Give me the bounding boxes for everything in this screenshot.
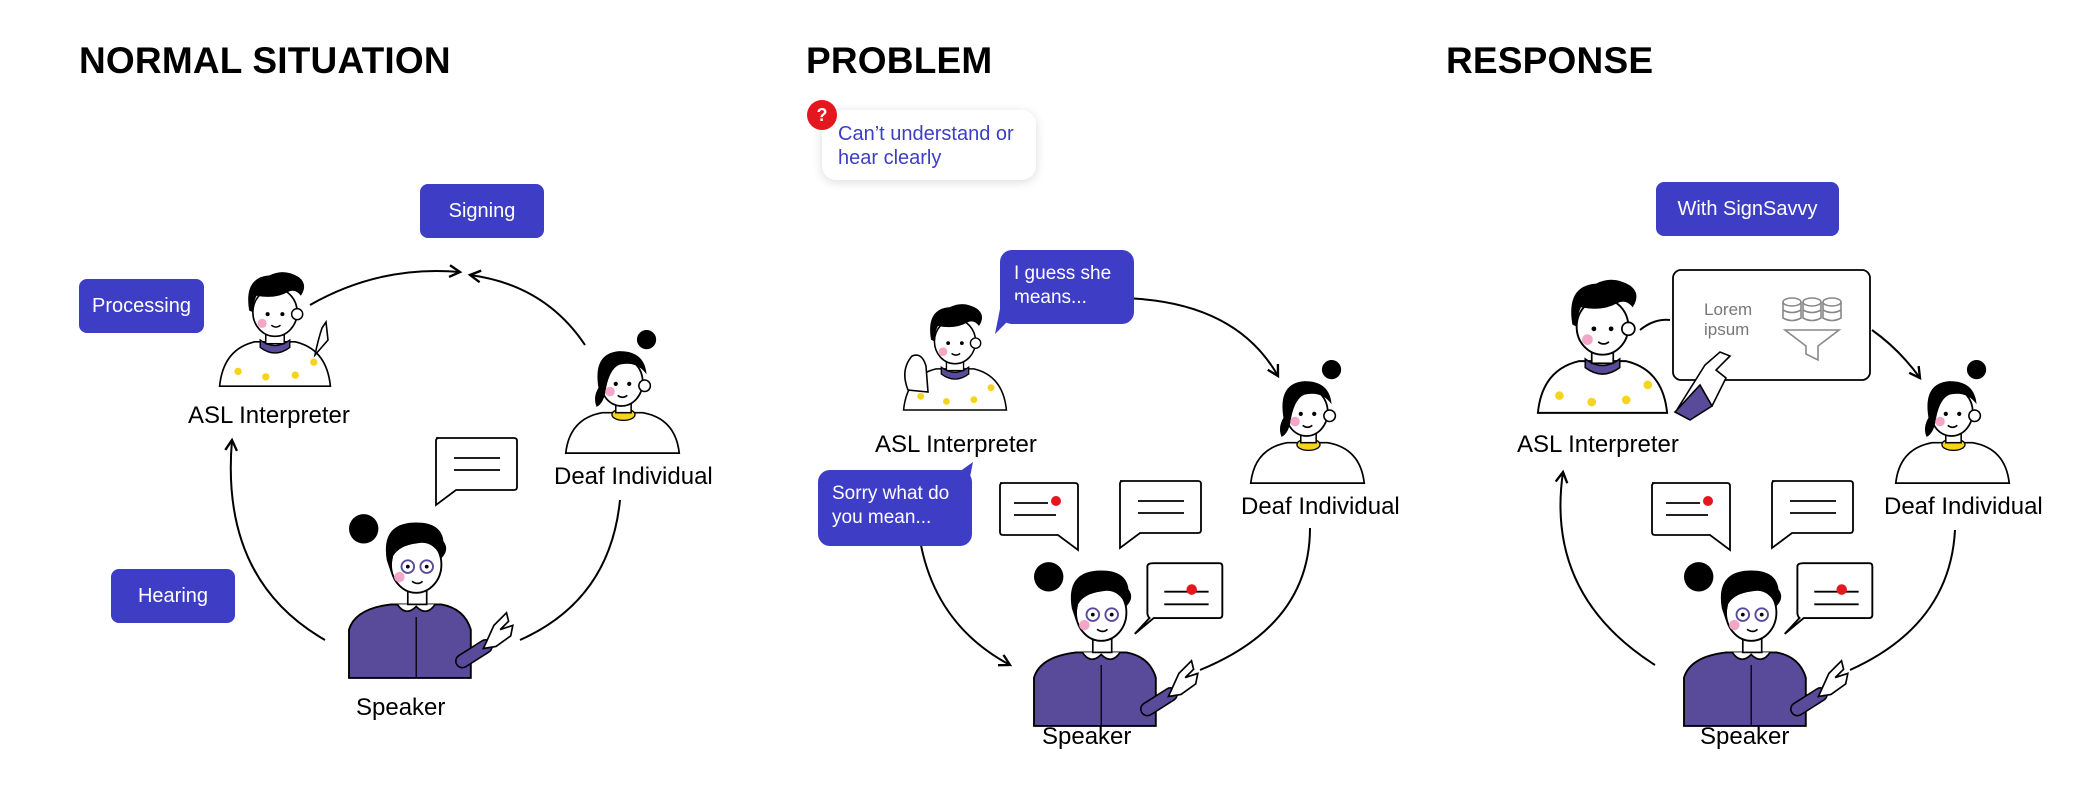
- tooltip-line-1: Can’t understand or: [838, 123, 1014, 145]
- screen-text-line-1: Lorem: [1704, 300, 1753, 319]
- interpreter-speech-bubble: I guess she means...: [1000, 250, 1134, 324]
- deaf-label-response: Deaf Individual: [1884, 493, 2043, 520]
- interpreter-label-response: ASL Interpreter: [1517, 431, 1679, 458]
- interpreter-bubble-tail: [995, 294, 1025, 334]
- speaker-speech-line-2: you mean...: [832, 507, 932, 528]
- tooltip-line-2: hear clearly: [838, 147, 942, 169]
- interpreter-label-normal: ASL Interpreter: [188, 402, 350, 429]
- heading-normal: NORMAL SITUATION: [79, 40, 451, 81]
- chat-bubble-icon: [435, 437, 518, 506]
- heading-problem: PROBLEM: [806, 40, 993, 81]
- chat-bubble-alert-icon: [1133, 562, 1224, 635]
- speaker-label-problem: Speaker: [1042, 723, 1132, 750]
- response-arrows: [1560, 318, 1956, 671]
- signsavvy-badge: With SignSavvy: [1656, 182, 1839, 236]
- speaker-figure-normal: [349, 514, 513, 678]
- speaker-label-normal: Speaker: [356, 694, 446, 721]
- database-filter-icon: [1782, 297, 1842, 362]
- interpreter-figure-response: [1536, 278, 1669, 414]
- chat-bubble-alert-icon: [1651, 482, 1731, 551]
- chat-bubble-icon: [1119, 480, 1202, 549]
- signing-badge: Signing: [420, 184, 544, 238]
- screen-text-line-2: ipsum: [1704, 320, 1750, 339]
- speaker-speech-bubble: Sorry what do you mean...: [818, 470, 972, 546]
- interpreter-figure-normal: [218, 271, 332, 387]
- interpreter-label-problem: ASL Interpreter: [875, 431, 1037, 458]
- problem-tooltip: Can’t understand or hear clearly: [822, 110, 1036, 180]
- speaker-speech-line-1: Sorry what do: [832, 483, 950, 504]
- deaf-label-problem: Deaf Individual: [1241, 493, 1400, 520]
- interpreter-hand-thinking: [904, 354, 929, 393]
- chat-bubble-alert-icon: [999, 482, 1079, 551]
- problem-arrows: [919, 297, 1311, 671]
- question-icon: ?: [807, 100, 837, 130]
- speaker-label-response: Speaker: [1700, 723, 1790, 750]
- deaf-figure-problem: [1249, 360, 1366, 484]
- deaf-label-normal: Deaf Individual: [554, 463, 713, 490]
- chat-bubble-icon: [1771, 480, 1854, 549]
- hearing-badge: Hearing: [111, 569, 235, 623]
- interpreter-speech-line-1: I guess she: [1014, 263, 1112, 284]
- chat-bubble-alert-icon: [1783, 562, 1874, 635]
- processing-badge: Processing: [79, 279, 204, 333]
- deaf-figure-response: [1894, 360, 2011, 484]
- normal-arrows: [231, 271, 621, 641]
- interpreter-speech-line-2: means...: [1014, 287, 1087, 308]
- screen-text: Lorem ipsum: [1704, 300, 1752, 340]
- tablet-screen: [1672, 269, 1871, 421]
- interpreter-hand-normal: [313, 319, 329, 358]
- deaf-figure-normal: [564, 330, 681, 454]
- heading-response: RESPONSE: [1446, 40, 1654, 81]
- speaker-bubble-tail: [945, 462, 973, 492]
